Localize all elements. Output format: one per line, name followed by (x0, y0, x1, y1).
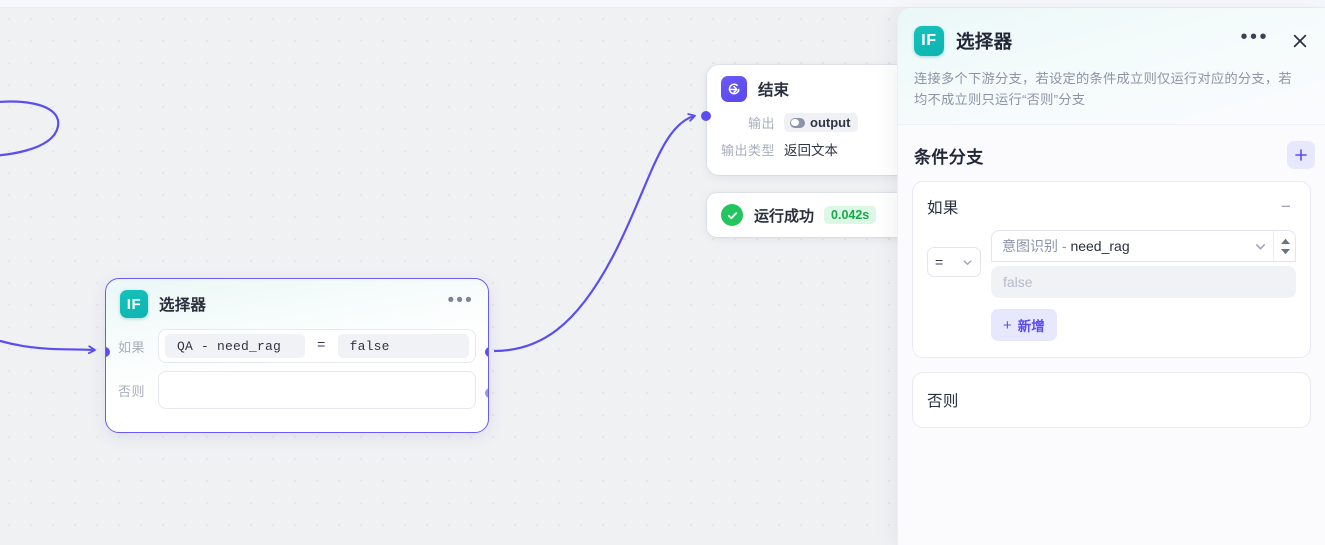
condition-variable-chip: QA - need_rag (165, 334, 305, 358)
end-row-output-type-key: 输出类型 (721, 142, 776, 158)
end-row-output-key: 输出 (747, 116, 775, 131)
operator-select-value: = (935, 254, 944, 270)
selector-node-header: IF 选择器 ••• (106, 279, 488, 329)
port-output-else[interactable] (485, 388, 488, 398)
minus-icon[interactable]: − (1281, 197, 1291, 216)
output-variable-badge: output (784, 113, 859, 132)
add-condition-button[interactable]: + 新增 (991, 309, 1057, 341)
port-input[interactable] (106, 347, 110, 357)
condition-editor: = 意图识别 - need_rag (927, 230, 1296, 341)
run-duration-badge: 0.042s (824, 206, 877, 224)
end-node-title: 结束 (758, 82, 790, 99)
operator-select[interactable]: = (927, 247, 981, 277)
branch-if-header: 如果 − (927, 196, 1296, 218)
edge-loop (0, 100, 60, 157)
check-circle-icon (721, 204, 743, 226)
condition-fields: 意图识别 - need_rag (991, 230, 1296, 341)
node-config-panel: IF 选择器 ••• 连接多个下游分支，若设定的条件成立则仅运行对应的分支，若 … (897, 8, 1325, 545)
condition-operator-label: = (317, 338, 326, 354)
selector-condition-rows: 如果 QA - need_rag = false 否则 (106, 329, 488, 421)
port-end-input[interactable] (701, 111, 711, 121)
close-icon[interactable] (1291, 32, 1309, 50)
panel-title: 选择器 (956, 31, 1013, 52)
panel-actions: ••• (1240, 26, 1309, 50)
variable-source: 意图识别 (1002, 238, 1058, 254)
variable-toggle-icon (790, 117, 805, 128)
condition-section-header: 条件分支 (898, 125, 1325, 181)
if-icon: IF (120, 290, 148, 318)
selector-node-title: 选择器 (159, 297, 207, 314)
condition-row-else-box[interactable] (158, 371, 476, 409)
variable-select[interactable]: 意图识别 - need_rag (991, 230, 1296, 262)
plus-icon[interactable] (1287, 141, 1315, 169)
panel-description: 连接多个下游分支，若设定的条件成立则仅运行对应的分支，若 均不成立则只运行“否则… (914, 68, 1309, 110)
end-row-output: 输出 output (721, 113, 943, 132)
condition-row-else-label: 否则 (118, 383, 146, 399)
chevron-down-icon[interactable] (1254, 240, 1273, 253)
panel-header: IF 选择器 ••• 连接多个下游分支，若设定的条件成立则仅运行对应的分支，若 … (898, 8, 1325, 125)
branch-card-else[interactable]: 否则 (912, 372, 1311, 428)
panel-description-line2: 均不成立则只运行“否则”分支 (914, 92, 1086, 107)
condition-row-if-label: 如果 (118, 339, 146, 355)
end-row-output-type-value: 返回文本 (784, 143, 838, 158)
condition-section-title: 条件分支 (914, 147, 984, 167)
variable-select-text: 意图识别 - need_rag (1002, 236, 1130, 256)
run-status-text: 运行成功 (754, 207, 815, 225)
condition-row-if-box[interactable]: QA - need_rag = false (158, 329, 476, 363)
branch-else-name: 否则 (927, 393, 959, 410)
panel-if-icon: IF (914, 26, 944, 56)
branch-if-name: 如果 (927, 200, 959, 217)
end-arrow-icon (721, 76, 747, 102)
plus-icon: + (1003, 316, 1012, 334)
node-selector[interactable]: IF 选择器 ••• 如果 QA - need_rag = false 否则 (105, 278, 489, 433)
panel-title-row: IF 选择器 ••• (914, 26, 1309, 56)
add-condition-label: 新增 (1017, 319, 1045, 334)
variable-field: need_rag (1070, 238, 1130, 254)
ellipsis-icon[interactable]: ••• (1240, 26, 1269, 48)
variable-separator: - (1058, 238, 1071, 254)
end-node-rows: 输出 output 输出类型 返回文本 (707, 113, 957, 159)
condition-row-if: 如果 QA - need_rag = false (118, 329, 476, 363)
end-row-output-type: 输出类型 返回文本 (721, 139, 943, 159)
top-strip (0, 0, 1325, 8)
condition-value-chip: false (337, 334, 469, 358)
branch-card-if: 如果 − = 意图识别 - need_rag (912, 181, 1311, 358)
edge-selector-to-end (493, 113, 696, 353)
spinner-updown-icon[interactable] (1273, 231, 1293, 261)
output-variable-name: output (810, 115, 851, 130)
edge-into-selector (0, 339, 96, 355)
end-node-header: 结束 (707, 65, 957, 113)
condition-value-input[interactable]: false (991, 266, 1296, 298)
condition-value-placeholder: false (1003, 274, 1033, 290)
chevron-down-icon (963, 259, 972, 265)
panel-description-line1: 连接多个下游分支，若设定的条件成立则仅运行对应的分支，若 (914, 71, 1292, 86)
port-output-if[interactable] (485, 347, 488, 357)
ellipsis-icon[interactable]: ••• (447, 289, 474, 311)
condition-row-else: 否则 (118, 371, 476, 409)
